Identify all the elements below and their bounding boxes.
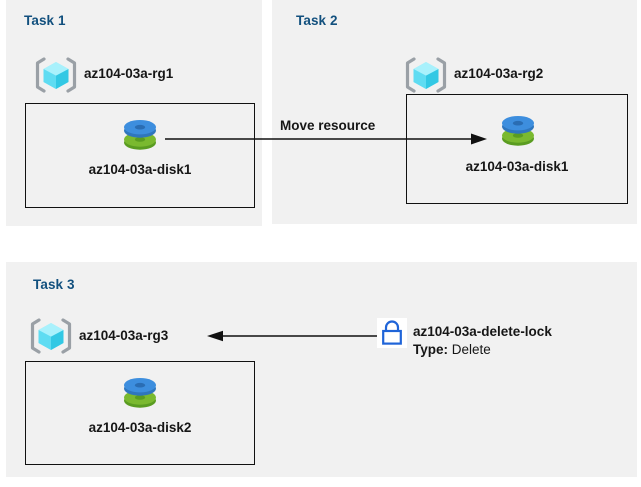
delete-lock-name: az104-03a-delete-lock xyxy=(413,324,552,339)
task-2-resource-box xyxy=(406,94,628,204)
managed-disk-icon xyxy=(120,114,160,156)
lock-icon xyxy=(377,318,407,348)
delete-lock-type-label: Type: xyxy=(413,342,449,357)
task-3-resource-group-label: az104-03a-rg3 xyxy=(79,328,169,343)
task-2-title: Task 2 xyxy=(296,13,338,28)
managed-disk-icon xyxy=(120,372,160,414)
move-resource-arrow xyxy=(165,128,490,150)
task-3-title: Task 3 xyxy=(33,277,75,292)
task-2-resource-group-label: az104-03a-rg2 xyxy=(454,66,544,81)
task-3-resource-label: az104-03a-disk2 xyxy=(88,420,192,435)
delete-lock-arrow xyxy=(207,326,379,346)
task-1-title: Task 1 xyxy=(24,13,66,28)
task-1-resource-group-label: az104-03a-rg1 xyxy=(84,66,174,81)
resource-group-icon xyxy=(29,316,73,356)
task-1-resource-box xyxy=(25,103,255,208)
task-1-resource-label: az104-03a-disk1 xyxy=(88,162,192,177)
resource-group-icon xyxy=(34,55,78,95)
resource-group-icon xyxy=(404,55,448,95)
managed-disk-icon xyxy=(498,110,538,152)
task-3-panel xyxy=(6,262,637,477)
task-1-panel xyxy=(6,0,262,226)
task-2-panel xyxy=(272,0,637,224)
task-3-resource-box xyxy=(25,361,255,465)
delete-lock-type: Type: Delete xyxy=(413,342,491,357)
task-2-resource-label: az104-03a-disk1 xyxy=(465,159,569,174)
delete-lock-type-value: Delete xyxy=(451,342,491,357)
move-resource-label: Move resource xyxy=(280,118,376,133)
